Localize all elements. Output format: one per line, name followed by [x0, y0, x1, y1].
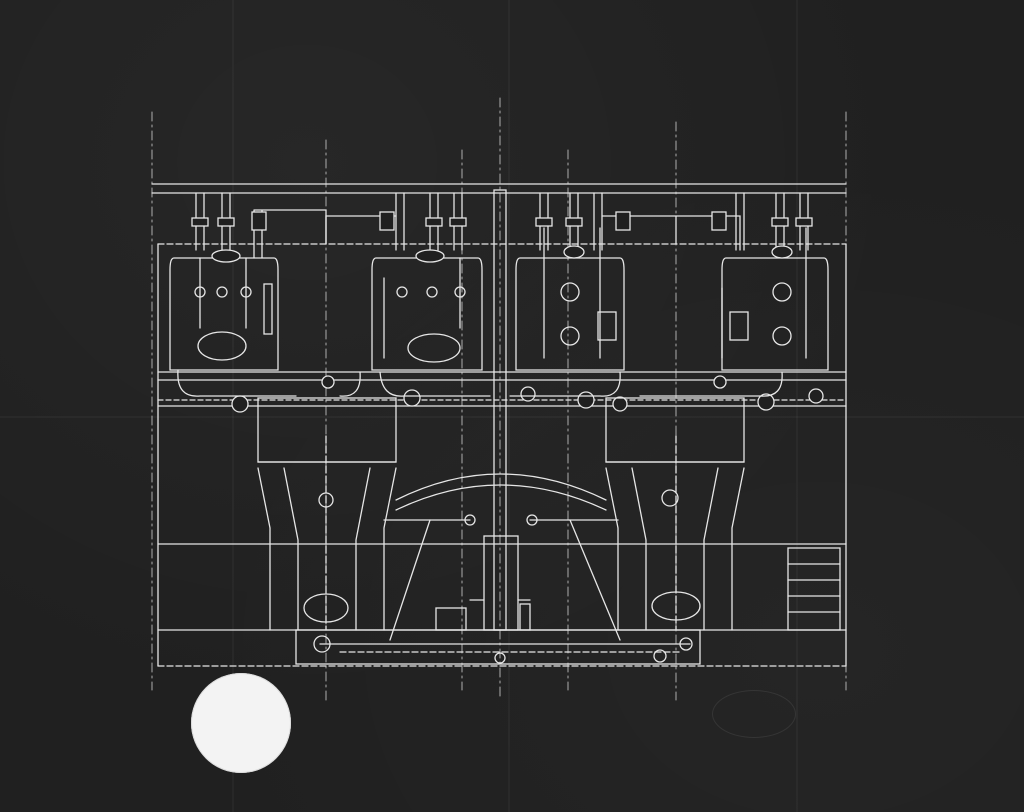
riser-pipes	[195, 189, 809, 631]
upper-vessel	[515, 227, 625, 371]
faded-stamp	[712, 690, 796, 738]
upper-vessel	[721, 227, 829, 371]
valve-fittings	[191, 211, 824, 413]
central-pump	[435, 535, 531, 631]
punched-hole	[191, 673, 291, 773]
staircase	[787, 547, 841, 631]
connecting-arch	[383, 473, 621, 641]
upper-vessel	[371, 257, 483, 371]
lower-tank	[605, 397, 745, 631]
building-frame	[151, 183, 847, 667]
lower-tank	[257, 397, 397, 631]
centerlines	[151, 97, 847, 701]
manifold-pipes	[177, 369, 783, 397]
bottom-pipes	[313, 635, 693, 664]
upper-vessel	[169, 257, 279, 371]
